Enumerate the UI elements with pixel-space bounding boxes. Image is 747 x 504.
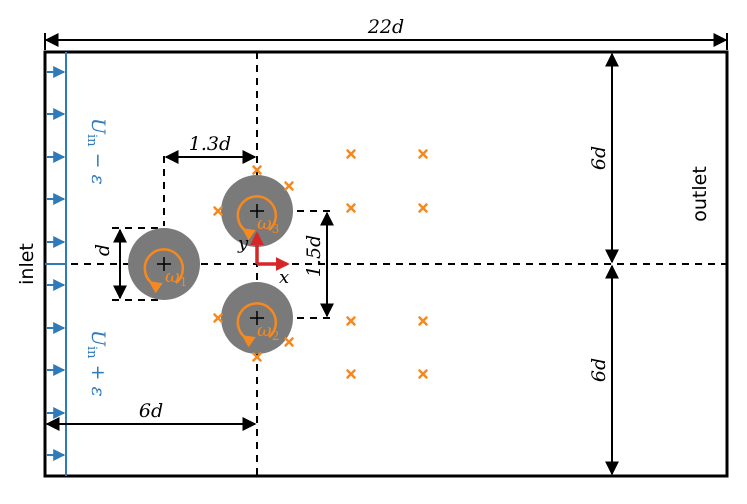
cylinder-centers [157, 204, 264, 325]
inlet-label: inlet [16, 243, 38, 285]
outlet-label: outlet [689, 166, 711, 222]
rotation-arc-3 [236, 195, 278, 241]
rotation-arc-1 [143, 248, 185, 294]
u-top-label: Uin − ε [84, 118, 109, 185]
rotation-arc-2 [236, 302, 278, 348]
spacing-y-label: 1.5d [303, 235, 325, 277]
omega-3-label: ω3 [257, 213, 279, 236]
x-axis-label: x [279, 267, 289, 288]
inlet-arrows-lower [47, 279, 66, 461]
width-label: 22d [367, 16, 404, 38]
u-bottom-label: Uin + ε [84, 330, 109, 397]
half-height-top-label: 6d [588, 146, 610, 170]
omega-2-label: ω2 [257, 320, 279, 343]
inlet-arrows-upper [47, 66, 66, 248]
diameter-label: d [92, 244, 114, 256]
sensor-markers [213, 149, 428, 379]
upstream-label: 6d [139, 400, 163, 422]
omega-1-label: ω1 [165, 266, 187, 289]
spacing-x-label: 1.3d [189, 133, 231, 155]
half-height-bottom-label: 6d [588, 358, 610, 382]
y-axis-label: y [237, 233, 249, 254]
